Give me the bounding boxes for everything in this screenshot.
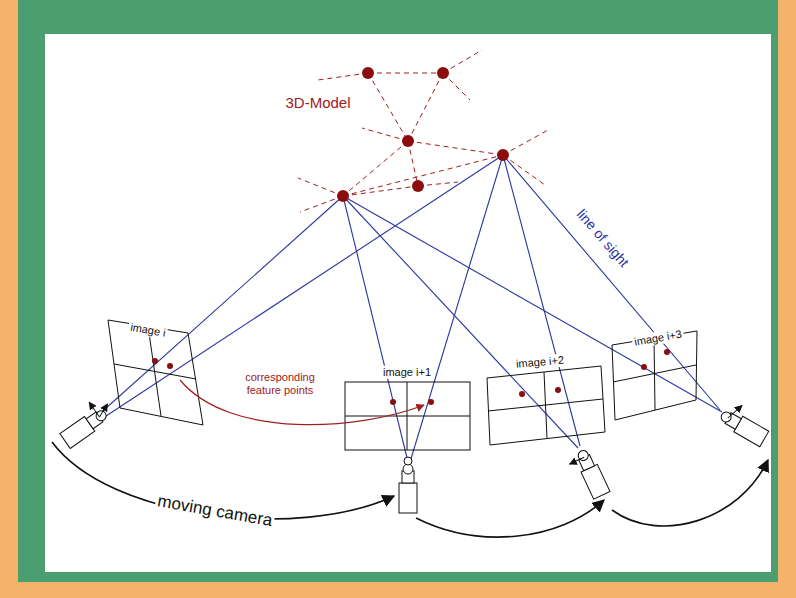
green-frame xyxy=(18,0,778,582)
motion-arrow xyxy=(52,442,768,537)
motion-label: moving camera xyxy=(154,491,276,531)
model-point xyxy=(337,67,509,202)
line-of-sight xyxy=(95,155,722,462)
sight-label: line of sight xyxy=(572,204,633,271)
model-label: 3D-Model xyxy=(283,94,352,111)
image-label: image i+3 xyxy=(631,327,684,348)
image-label: image i+1 xyxy=(381,366,433,379)
image-label: image i+2 xyxy=(514,353,567,370)
annotation: corresponding feature points xyxy=(228,371,332,396)
white-panel xyxy=(45,34,771,572)
image-label: image i xyxy=(127,320,168,339)
image-plane xyxy=(108,320,697,450)
model-mesh xyxy=(298,50,548,212)
feature-point xyxy=(152,349,670,405)
